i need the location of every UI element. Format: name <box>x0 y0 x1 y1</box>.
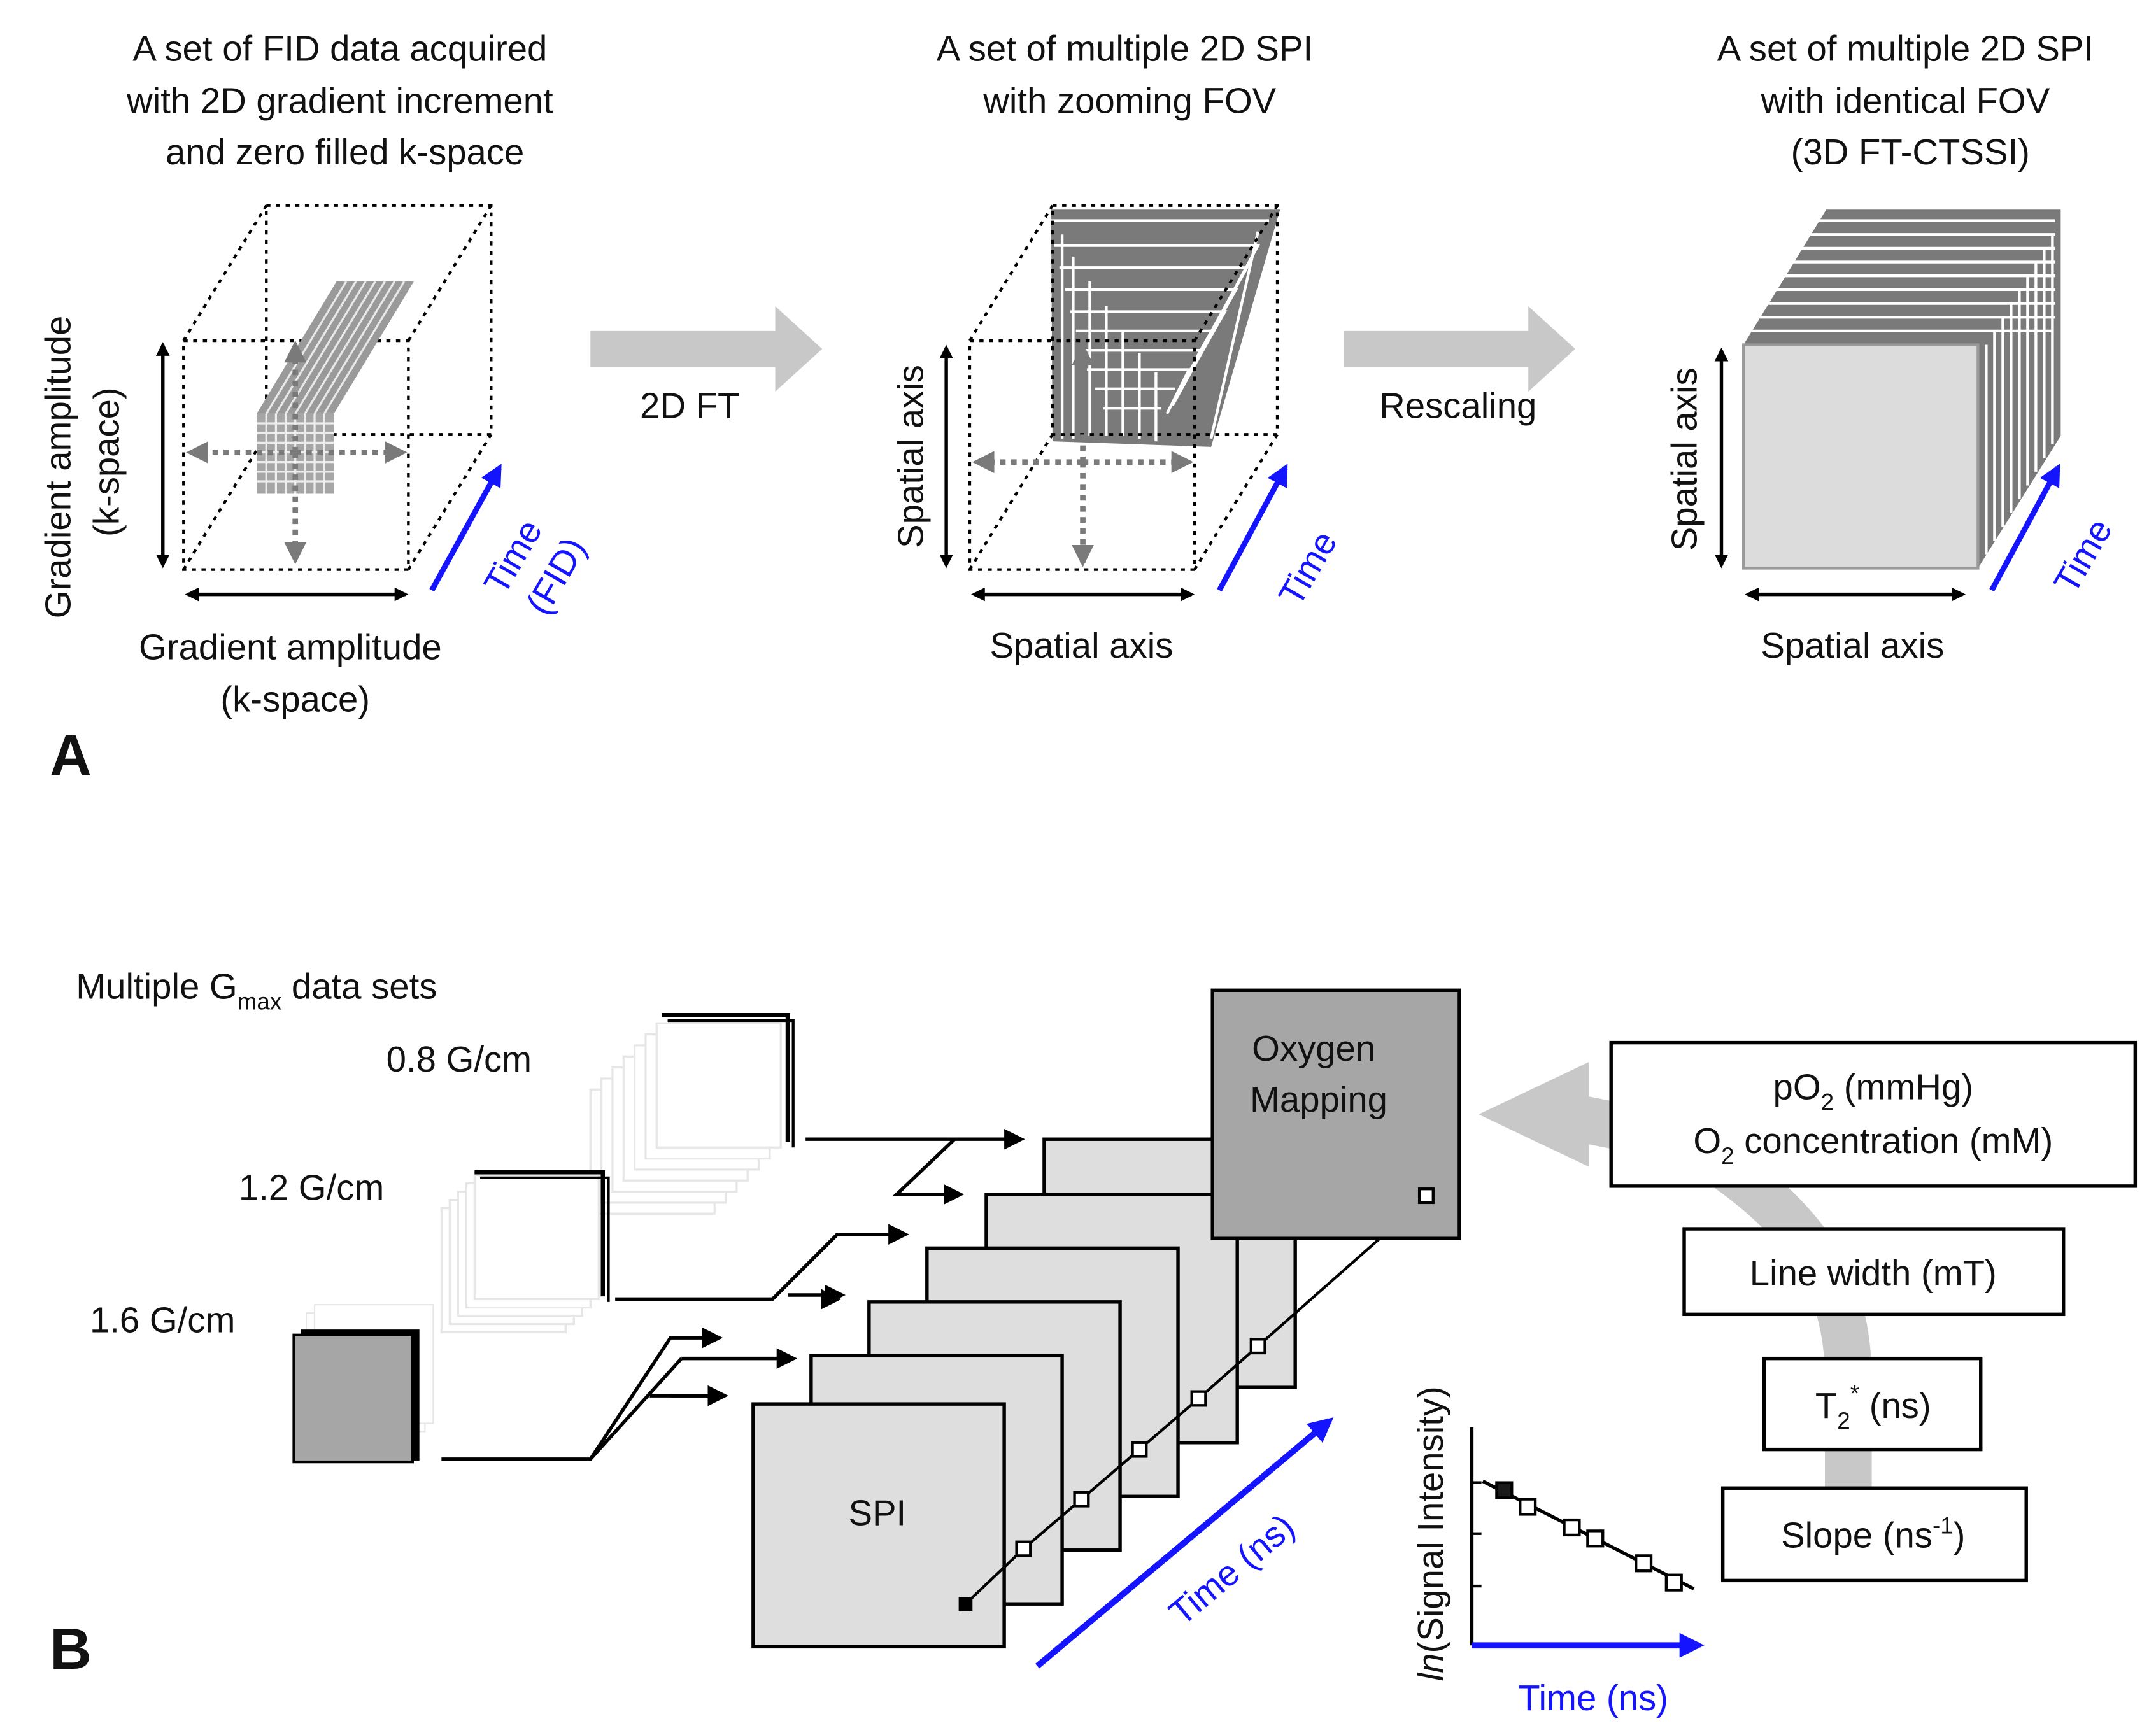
stack-0.8 <box>589 1013 795 1215</box>
po2-label: pO2 (mmHg) <box>1773 1066 1973 1115</box>
col1-x-axis-label: Gradient amplitude (k-space) <box>139 627 451 719</box>
gmax-label-1.6: 1.6 G/cm <box>90 1299 235 1340</box>
stack-1.6 <box>292 1304 434 1464</box>
col3-time-label: Time <box>2046 512 2120 600</box>
plot-point <box>1635 1554 1653 1573</box>
ft-arrow-label: 2D FT <box>640 385 739 425</box>
linewidth-box <box>1682 1227 2066 1317</box>
spi-label: SPI <box>848 1493 906 1533</box>
col1-title: A set of FID data acquired with 2D gradi… <box>126 28 563 171</box>
col2-time-arrow <box>1217 464 1288 592</box>
spi-time-label: Time (ns) <box>1161 1506 1302 1633</box>
datasets-title: Multiple Gmax data sets <box>76 966 437 1014</box>
col1-y-axis-label: Gradient amplitude (k-space) <box>38 306 127 618</box>
voxel-track <box>958 1198 1425 1611</box>
ln-signal-plot: ln(Signal Intensity) Time (ns) <box>1410 1386 1705 1718</box>
stack-1.2 <box>440 1170 610 1334</box>
col1-time-label: Time (FID) <box>476 504 595 624</box>
connector-1.6-diag <box>589 1357 683 1461</box>
panel-a-label: A <box>50 723 92 788</box>
col2-x-axis-label: Spatial axis <box>989 625 1173 665</box>
slope-box <box>1720 1486 2028 1583</box>
col2-time-label: Time <box>1271 524 1345 612</box>
spatial-cross-arrows <box>972 343 1194 567</box>
col1-time-arrow <box>429 464 502 592</box>
panel-a: A set of FID data acquired with 2D gradi… <box>38 28 2120 788</box>
t2-label: T2* (ns) <box>1815 1380 1931 1434</box>
t2-box <box>1762 1356 1983 1452</box>
plot-point <box>1586 1529 1605 1548</box>
plot-point <box>1519 1498 1537 1516</box>
gmax-label-0.8: 0.8 G/cm <box>387 1039 532 1079</box>
gmax-label-1.2: 1.2 G/cm <box>239 1168 384 1208</box>
po2-box <box>1609 1040 2138 1188</box>
panel-b-label: B <box>50 1617 92 1682</box>
rescaling-arrow <box>1343 306 1575 392</box>
plot-x-label: Time (ns) <box>1518 1678 1668 1718</box>
rescaling-arrow-label: Rescaling <box>1379 385 1536 425</box>
slope-label: Slope (ns-1) <box>1781 1513 1965 1555</box>
kspace-cube <box>182 204 493 571</box>
col3-y-axis-label: Spatial axis <box>1664 367 1705 551</box>
oxygen-mapping-label: Oxygen Mapping <box>1250 1028 1387 1119</box>
kspace-cross-arrows <box>186 340 408 565</box>
zooming-fov-stack <box>1051 209 1280 447</box>
ft-arrow <box>590 306 823 392</box>
linewidth-label: Line width (mT) <box>1750 1253 1997 1293</box>
o2-concentration-label: O2 concentration (mM) <box>1693 1121 2053 1169</box>
oxygen-map-voxel <box>1417 1187 1435 1205</box>
fid-bundle <box>257 281 415 494</box>
col3-title: A set of multiple 2D SPI with identical … <box>1717 28 2104 171</box>
plot-point <box>1495 1481 1514 1499</box>
plot-y-ticks <box>1472 1481 1482 1588</box>
col2-title: A set of multiple 2D SPI with zooming FO… <box>937 28 1323 120</box>
col2-y-axis-label: Spatial axis <box>890 365 930 548</box>
plot-point <box>1563 1518 1581 1537</box>
identical-fov-stack <box>1741 209 2061 570</box>
spi-time-arrow <box>1035 1417 1334 1669</box>
connector-1.2-branch <box>771 1233 839 1301</box>
plot-point <box>1664 1573 1683 1592</box>
col3-x-axis-label: Spatial axis <box>1761 625 1944 665</box>
plot-y-label: ln(Signal Intensity) <box>1410 1386 1450 1681</box>
col3-time-arrow <box>1989 464 2060 592</box>
panel-b: Multiple Gmax data sets 0.8 G/cm 1.2 G/c… <box>50 966 2138 1718</box>
spatial-cube <box>968 204 1279 571</box>
